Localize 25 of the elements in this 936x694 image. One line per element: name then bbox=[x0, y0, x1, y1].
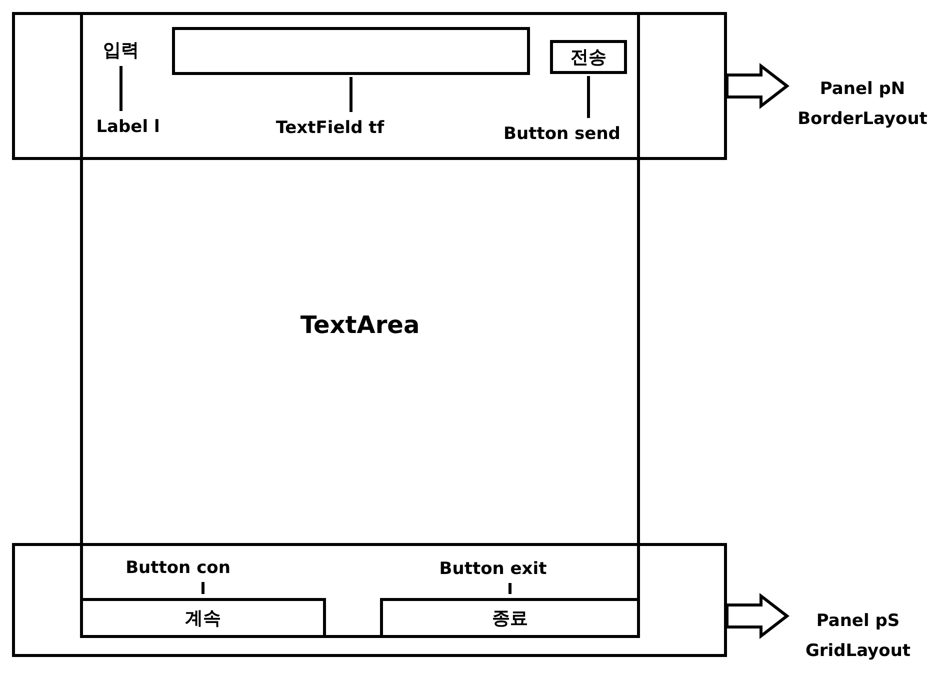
component-label: TextArea bbox=[300, 311, 420, 339]
block-arrow bbox=[726, 62, 790, 110]
component-label: TextField tf bbox=[270, 116, 390, 140]
component-label: Button exit bbox=[432, 557, 554, 581]
text-field bbox=[172, 27, 530, 75]
component-label: Button send bbox=[500, 122, 624, 146]
panel-frame bbox=[12, 543, 727, 657]
panel-frame bbox=[12, 12, 727, 160]
button: 계속 bbox=[80, 598, 326, 638]
panel-label: BorderLayout bbox=[798, 109, 928, 129]
button: 전송 bbox=[550, 40, 627, 74]
leader-line bbox=[120, 66, 122, 111]
leader-line bbox=[587, 76, 590, 118]
panel-label: Panel pN bbox=[820, 79, 906, 99]
leader-line bbox=[350, 77, 352, 112]
panel-label: GridLayout bbox=[805, 641, 911, 661]
block-arrow bbox=[726, 592, 790, 640]
panel-label: Panel pS bbox=[816, 611, 900, 631]
leader-line bbox=[508, 583, 512, 594]
component-label: Label l bbox=[90, 115, 166, 139]
text-area bbox=[80, 12, 640, 638]
leader-line bbox=[202, 582, 204, 594]
component-label: 입력 bbox=[98, 36, 144, 64]
component-label: Button con bbox=[118, 556, 238, 580]
button: 종료 bbox=[380, 598, 640, 638]
